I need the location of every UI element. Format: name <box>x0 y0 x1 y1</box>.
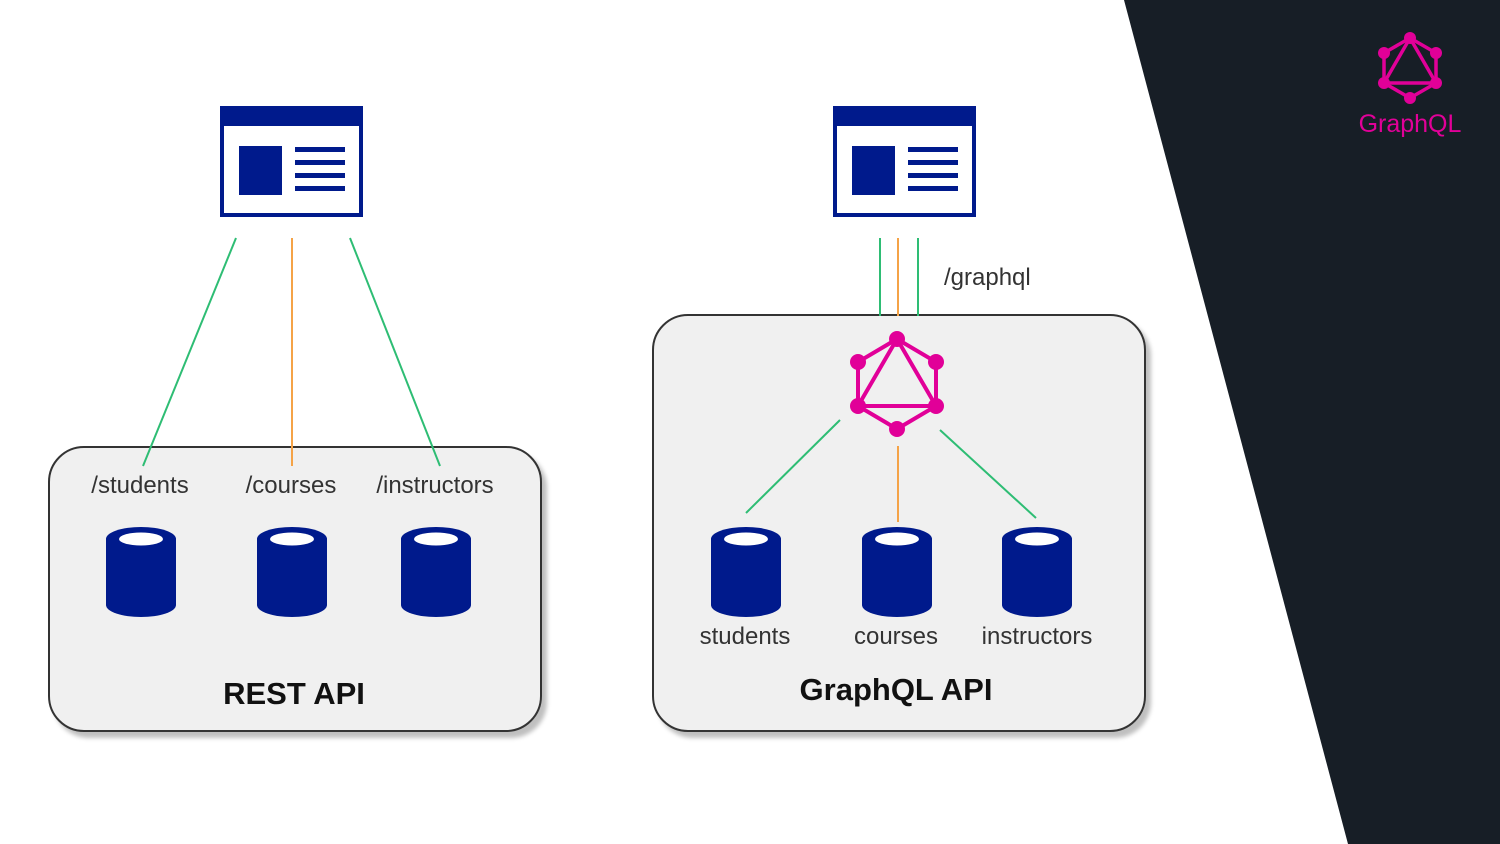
graphql-client-browser-icon <box>833 106 976 217</box>
graphql-api-title: GraphQL API <box>799 672 993 707</box>
graphql-logo-icon <box>1378 32 1442 104</box>
rest-client-browser-icon <box>220 106 363 217</box>
rest-instructors-database-icon <box>401 527 471 617</box>
rest-endpoint-instructors: /instructors <box>376 472 494 499</box>
graphql-hub-logo-icon <box>850 331 944 437</box>
graphql-api-container <box>652 314 1146 732</box>
graphql-students-database-icon <box>711 527 781 617</box>
rest-students-database-icon <box>106 527 176 617</box>
graphql-courses-database-icon <box>862 527 932 617</box>
rest-endpoint-students: /students <box>91 472 189 499</box>
rest-api-title: REST API <box>223 676 365 711</box>
graphql-endpoint-label: /graphql <box>944 264 1031 291</box>
graphql-db-label-instructors: instructors <box>981 623 1093 650</box>
rest-courses-database-icon <box>257 527 327 617</box>
graphql-db-label-courses: courses <box>853 623 939 650</box>
graphql-instructors-database-icon <box>1002 527 1072 617</box>
graphql-db-label-students: students <box>699 623 791 650</box>
rest-endpoint-courses: /courses <box>245 472 337 499</box>
graphql-brand-label: GraphQL <box>1358 110 1462 138</box>
